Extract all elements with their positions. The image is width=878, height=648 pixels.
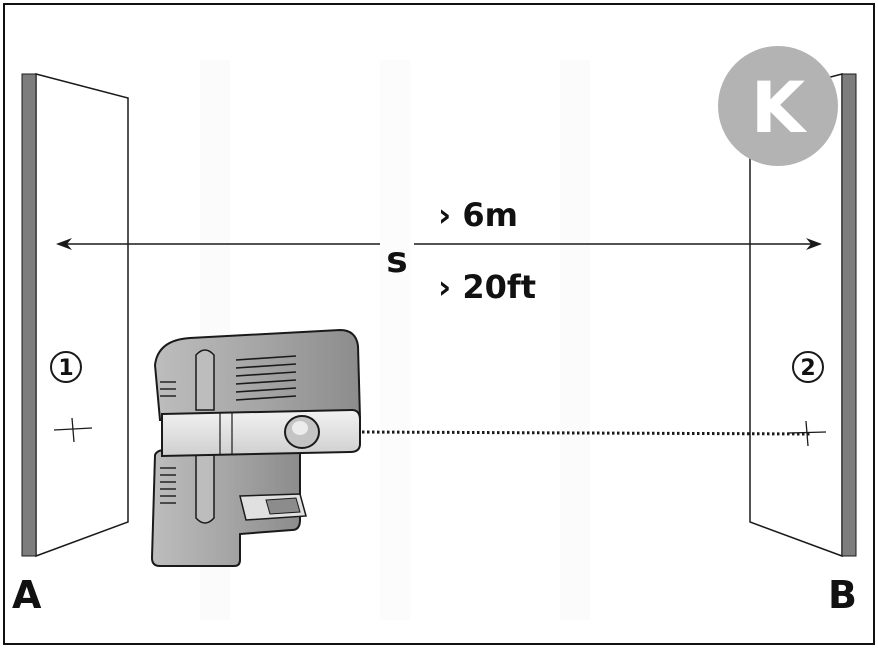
crosshair-left-icon — [53, 417, 93, 443]
wall-right — [749, 73, 857, 558]
point-marker-1: 1 — [50, 351, 82, 383]
wall-label-b: B — [828, 573, 857, 617]
distance-symbol: s — [386, 240, 407, 281]
wall-left — [21, 73, 129, 558]
distance-imperial: › 20ft — [438, 268, 536, 306]
k-badge: K — [718, 46, 838, 166]
distance-metric: › 6m — [438, 196, 518, 234]
k-badge-letter: K — [751, 67, 808, 149]
wall-label-a: A — [12, 573, 42, 617]
laser-device-icon — [150, 328, 362, 567]
k-badge-circle — [718, 46, 838, 166]
point-marker-2: 2 — [792, 351, 824, 383]
point-number-1: 1 — [58, 356, 73, 381]
point-number-2: 2 — [800, 356, 815, 381]
